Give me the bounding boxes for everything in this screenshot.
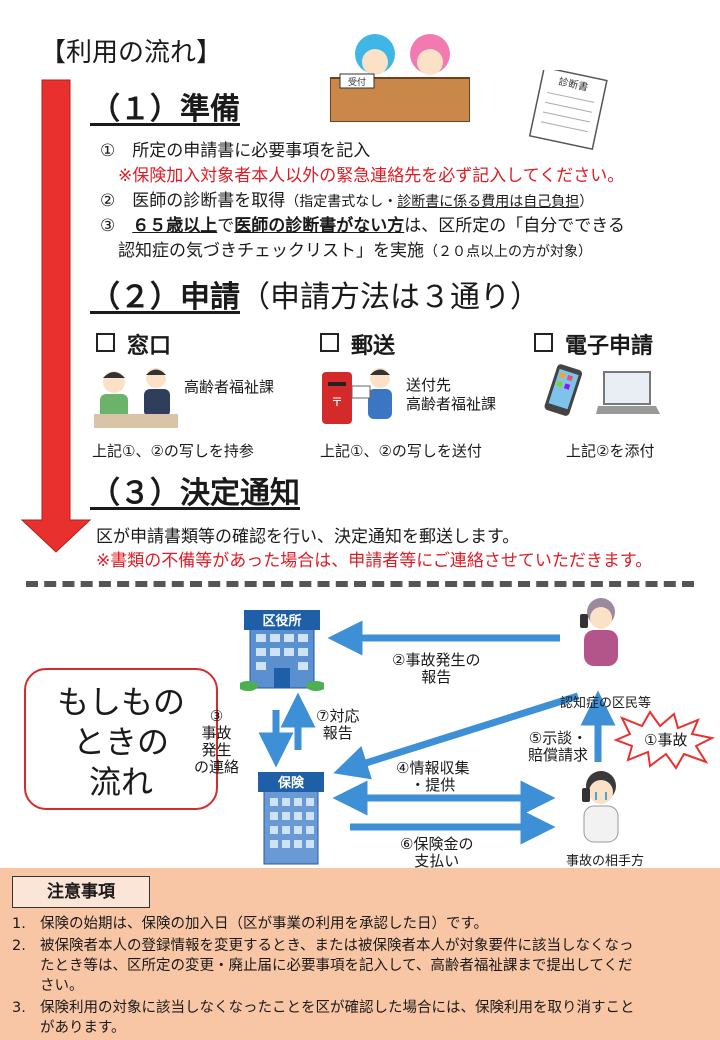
step3-heading: （３）決定通知 [90,476,300,511]
counter-caption: 上記①、②の写しを持参 [92,442,254,460]
insurance-label: 保険 [277,775,305,791]
ward-office-label: 区役所 [262,613,301,629]
ward-office-building: 区役所 [238,606,326,696]
info-exchange-label: ④情報収集・提供 [396,759,470,794]
step1-item2: ② 医師の診断書を取得（指定書式なし・診断書に係る費用は自己負担） [100,191,594,211]
response-label: ⑦対応報告 [316,707,360,742]
note-3: 3.保険利用の対象に該当しなくなったことを区が確認した場合には、保険利用を取り消… [12,1000,635,1036]
counter-desc: 高齢者福祉課 [184,378,275,396]
if-emergency-box: もしもの ときの 流れ [24,668,218,810]
notes-heading: 注意事項 [12,876,150,908]
flow-arrows [258,620,616,845]
page-title: 【利用の流れ】 [40,38,223,68]
checkbox-icon [96,333,115,352]
elderly-resident-icon [572,596,630,672]
mailbox-icon: 〒 [318,364,402,434]
step1-item3: ③ ６５歳以上で医師の診断書がない方は、区所定の「自分でできる [100,216,625,236]
method-electronic: 電子申請 [534,328,653,360]
payment-label: ⑥保険金の支払い [400,835,474,870]
resident-label: 認知症の区民等 [560,696,652,711]
step1-item1: ① 所定の申請書に必要事項を記入 [100,141,371,161]
step1-heading: （１）準備 [90,92,240,127]
step3-note: ※書類の不備等があった場合は、申請者等にご連絡させていただきます。 [96,551,653,571]
accident-label: ①事故 [644,731,688,749]
desk-sign-label: 受付 [348,76,366,88]
step1-item1-note: ※保険加入対象者本人以外の緊急連絡先を必ず記入してください。 [118,166,625,186]
note-2: 2.被保険者本人の登録情報を変更するとき、または被保険者本人が対象要件に該当しな… [12,938,634,994]
smartphone-icon [540,364,586,422]
section-divider [26,581,694,587]
claim-label: ⑤示談・賠償請求 [528,729,589,764]
electronic-caption: 上記②を添付 [566,442,655,460]
step1-item3-line2: 認知症の気づきチェックリスト」を実施（２０点以上の方が対象） [118,241,592,261]
method-mail: 郵送 [320,328,395,360]
mail-desc: 送付先高齢者福祉課 [406,376,497,413]
laptop-icon [596,370,660,422]
insurance-building: 保険 [258,770,324,870]
mail-caption: 上記①、②の写しを送付 [320,442,482,460]
other-party-label: 事故の相手方 [566,854,645,869]
svg-text:〒: 〒 [331,395,343,409]
arrow-resident-insurance [333,692,580,780]
step2-heading: （２）申請（申請方法は３通り） [90,280,540,315]
note-1: 1.保険の始期は、保険の加入日（区が事業の利用を承認した日）です。 [12,916,489,932]
counter-consultation-icon [94,364,178,434]
checkbox-icon [320,333,339,352]
accident-burst-icon [612,710,716,774]
method-counter: 窓口 [96,328,171,360]
medical-certificate-icon: 診断書 [522,66,622,154]
reception-illustration: 受付 [329,22,471,123]
checkbox-icon [534,333,553,352]
report-accident-label: ②事故発生の報告 [392,651,481,686]
other-party-icon [572,768,630,848]
step3-text: 区が申請書類等の確認を行い、決定通知を郵送します。 [96,527,520,547]
